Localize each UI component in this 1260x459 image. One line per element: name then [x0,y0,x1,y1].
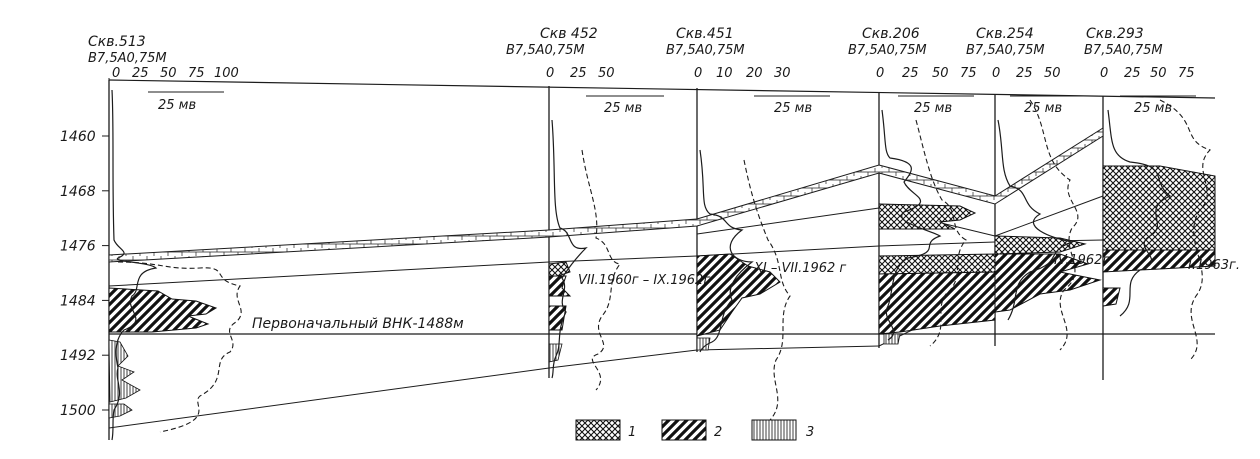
depth-tick-label: 1484 [60,293,96,309]
well-206-sp-scale: 25 мв [914,101,952,116]
well-451-name: Скв.451 [676,26,734,42]
well-513-probe: В7,5А0,75М [88,51,167,66]
well-513-name: Скв.513 [88,34,146,50]
well-254-sp-scale: 25 мв [1024,101,1062,116]
period-452: VII.1960г – IX.1962г [578,273,710,288]
zone-452-water-upper [548,275,572,297]
zone-513-vertical-upper [108,339,141,403]
zone-254-cross [994,235,1087,255]
log-curve-254 [997,119,1075,321]
zone-254-water [994,253,1102,313]
log-curve-513 [111,89,158,441]
well-452-probe: В7,5А0,75М [506,43,585,58]
legend-label-3: 3 [806,425,814,440]
well-293-probe: В7,5А0,75М [1084,43,1163,58]
zone-452-cross [548,261,571,277]
well-293-sp-scale: 25 мв [1134,101,1172,116]
log-curves [111,89,1212,441]
depth-tick-label: 1476 [60,239,96,255]
depth-tick-label: 1500 [60,403,96,419]
period-451: XI – VII.1962 г [753,261,846,276]
seal-band [108,127,1104,263]
well-451-probe: В7,5А0,75М [666,43,745,58]
zone-206-cross-upper [878,203,977,230]
well-254-name: Скв.254 [976,26,1034,42]
seal-layer [108,127,1104,263]
top-boundary-line [108,79,1216,99]
period-293: I.1963г. [1188,258,1240,273]
period-labels: VII.1960г – IX.1962г XI – VII.1962 г IV.… [578,253,1240,288]
log-curve-451 [699,149,754,353]
legend-swatch-3 [751,419,797,441]
depth-tick-label: 1460 [60,129,96,145]
well-206-name: Скв.206 [862,26,920,42]
legend-swatch-1 [575,419,621,441]
correlation-lines [108,175,1216,429]
depth-tick-label: 1468 [60,184,96,200]
well-451-sp-scale: 25 мв [774,101,812,116]
zones [108,165,1216,419]
zone-451-vertical [696,337,711,351]
reservoir-bottom-line [108,367,550,429]
well-254-probe: В7,5А0,75М [966,43,1045,58]
initial-contact-label: Первоначальный ВНК-1488м [252,316,464,332]
well-293-name: Скв.293 [1086,26,1144,42]
zone-451-water [696,253,781,337]
zone-452-vertical [548,343,563,363]
zone-293-cross [1102,165,1216,251]
zone-206-vertical [883,333,901,345]
well-206-probe: В7,5А0,75М [848,43,927,58]
depth-tick-group: 1460 1468 1476 1484 1492 1500 [60,129,109,419]
period-254: IV.1962г [1054,253,1109,268]
depth-tick-label: 1492 [60,348,96,364]
zone-513-water [108,287,218,333]
well-513-sp-scale: 25 мв [158,98,196,113]
zone-513-vertical-lower [108,403,133,419]
well-452-sp-scale: 25 мв [604,101,642,116]
log-curve-452 [551,119,588,379]
log-curve-206 [881,109,942,341]
well-452-name: Скв 452 [540,26,598,42]
zone-206-water [878,271,996,335]
log-curve-293 [1107,109,1172,317]
reservoir-top-line [108,261,550,287]
legend-swatch-2 [661,419,707,441]
legend-label-2: 2 [714,425,722,440]
legend-label-1: 1 [628,425,636,440]
legend: 1 2 3 [575,419,814,441]
depth-axis: 1460 1468 1476 1484 1492 1500 [60,78,110,440]
